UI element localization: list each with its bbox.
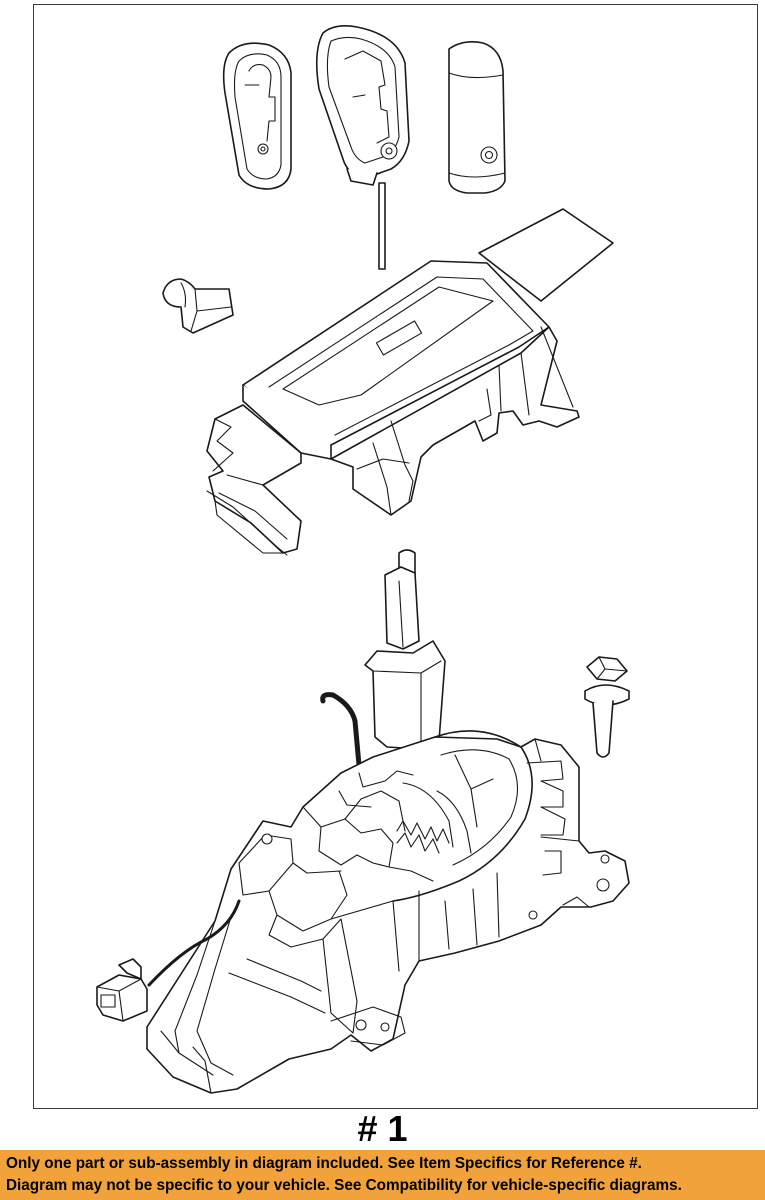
disclaimer-line-1: Only one part or sub-assembly in diagram… [6, 1155, 642, 1172]
parts-diagram-frame [33, 4, 758, 1109]
disclaimer-banner: Only one part or sub-assembly in diagram… [0, 1150, 765, 1200]
retaining-clip [162, 278, 234, 334]
shifter-bezel-housing [206, 208, 614, 556]
disclaimer-line-2: Diagram may not be specific to your vehi… [6, 1177, 682, 1194]
shifter-assembly-diagram [96, 25, 630, 1094]
mounting-bolt [584, 656, 630, 758]
shift-knob-trim-cover [222, 42, 292, 190]
shifter-base-assembly [96, 549, 630, 1094]
part-reference-number: # 1 [357, 1108, 408, 1149]
shift-knob [315, 25, 410, 270]
shift-knob-cap [448, 41, 506, 194]
harness-connector [96, 958, 148, 1022]
